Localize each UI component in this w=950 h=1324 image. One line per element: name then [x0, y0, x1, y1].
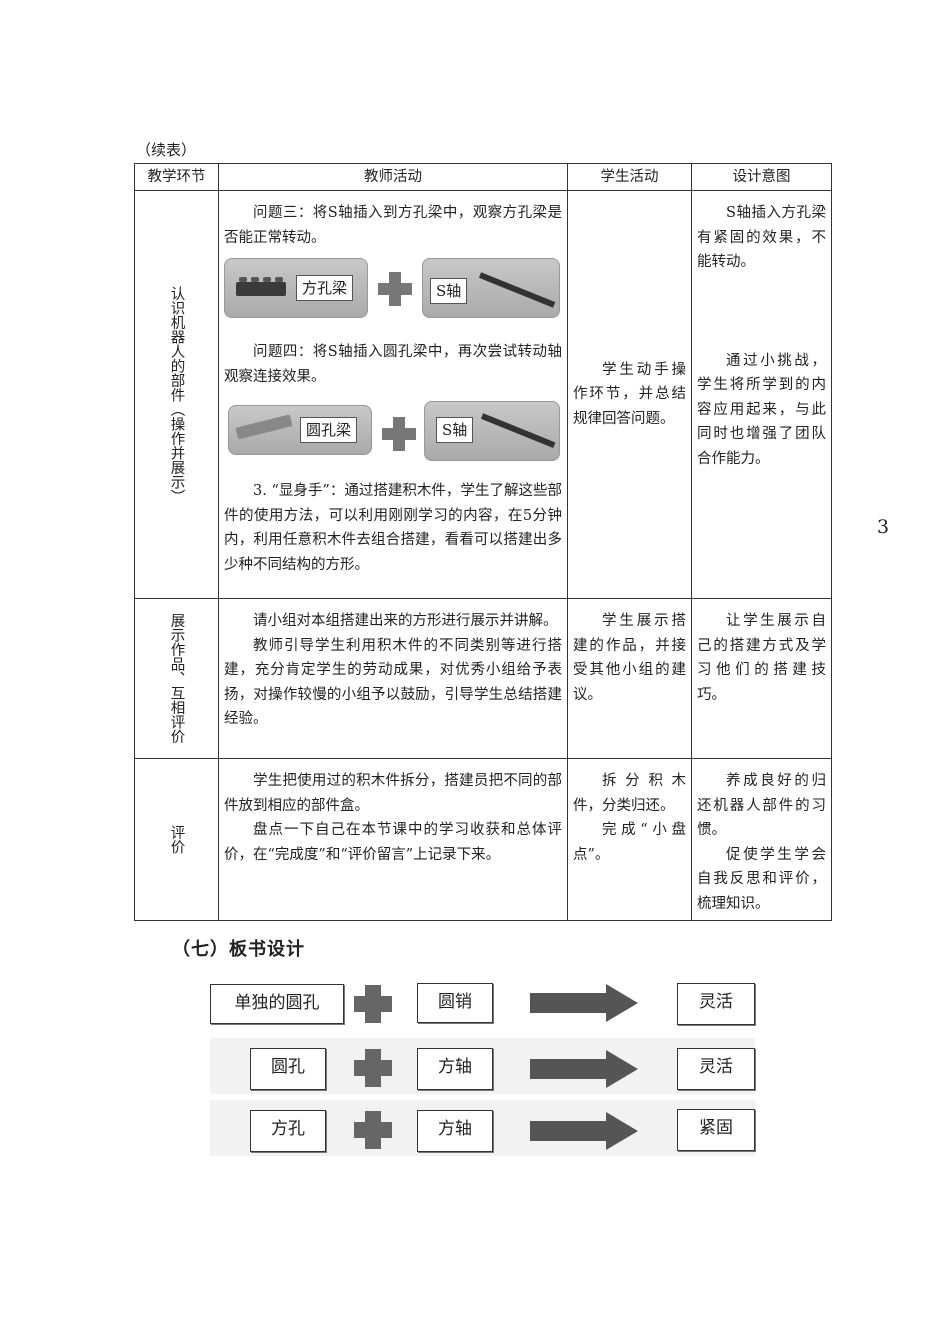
- student-activity-one: 拆分积木件，分类归还。: [573, 773, 686, 814]
- student-cell: 学生动手操作环节，并总结规律回答问题。: [567, 190, 692, 599]
- table-row: 认识机器人的部件（操作并展示） 问题三：将S轴插入到方孔梁中，观察方孔梁是否能正…: [134, 190, 832, 599]
- intent-one: 养成良好的归还机器人部件的习惯。: [697, 773, 826, 838]
- teacher-cell: 问题三：将S轴插入到方孔梁中，观察方孔梁是否能正常转动。 方孔梁 S轴 问题四：…: [218, 190, 568, 599]
- teacher-activity-one: 请小组对本组搭建出来的方形进行展示并讲解。: [253, 613, 558, 629]
- stage-label: 展示作品、互相评价: [168, 613, 185, 744]
- board-row2-b: 方轴: [417, 1048, 493, 1090]
- plus-icon: [378, 272, 412, 306]
- student-activity-two: 完成“小盘点”。: [573, 822, 686, 863]
- board-row3-result: 紧固: [677, 1109, 755, 1151]
- plus-icon: [382, 417, 416, 451]
- intent-one: S轴插入方孔梁有紧固的效果，不能转动。: [697, 205, 826, 270]
- question-three: 问题三：将S轴插入到方孔梁中，观察方孔梁是否能正常转动。: [224, 205, 562, 246]
- square-beam-brick-icon: [236, 277, 286, 296]
- student-cell: 学生展示搭建的作品，并接受其他小组的建议。: [567, 598, 692, 759]
- teacher-activity-two: 盘点一下自己在本节课中的学习收获和总体评价，在“完成度”和“评价留言”上记录下来…: [224, 822, 562, 863]
- intent-cell: 让学生展示自己的搭建方式及学习他们的搭建技巧。: [691, 598, 832, 759]
- table-row: 评价 学生把使用过的积木件拆分，搭建员把不同的部件放到相应的部件盒。 盘点一下自…: [134, 758, 832, 921]
- board-row3-b: 方轴: [417, 1110, 493, 1152]
- stage-cell: 评价: [134, 758, 219, 921]
- stage-cell: 展示作品、互相评价: [134, 598, 219, 759]
- lesson-table: 教学环节 教师活动 学生活动 设计意图 认识机器人的部件（操作并展示） 问题三：…: [134, 163, 832, 921]
- square-beam-label: 方孔梁: [296, 275, 354, 301]
- board-design-diagram: 单独的圆孔 圆销 灵活 圆孔 方轴 灵活 方孔 方轴 紧固: [210, 978, 755, 1156]
- board-row1-a: 单独的圆孔: [210, 984, 344, 1024]
- intent-text: 让学生展示自己的搭建方式及学习他们的搭建技巧。: [697, 613, 826, 703]
- plus-icon: [354, 985, 392, 1023]
- intent-cell: S轴插入方孔梁有紧固的效果，不能转动。 通过小挑战，学生将所学到的内容应用起来，…: [691, 190, 832, 599]
- arrow-right-icon: [530, 1050, 638, 1088]
- intent-two: 促使学生学会自我反思和评价，梳理知识。: [697, 846, 826, 912]
- intent-cell: 养成良好的归还机器人部件的习惯。 促使学生学会自我反思和评价，梳理知识。: [691, 758, 832, 921]
- s-axle-label: S轴: [430, 278, 468, 304]
- board-row1-b: 圆销: [417, 983, 493, 1023]
- round-beam-icon: [235, 414, 293, 440]
- header-teacher: 教师活动: [218, 163, 568, 191]
- plus-icon: [354, 1111, 392, 1149]
- board-design-title: （七）板书设计: [172, 939, 305, 960]
- board-row1-result: 灵活: [677, 983, 755, 1025]
- teacher-cell: 请小组对本组搭建出来的方形进行展示并讲解。 教师引导学生利用积木件的不同类别等进…: [218, 598, 568, 759]
- question-four: 问题四：将S轴插入圆孔梁中，再次尝试转动轴观察连接效果。: [224, 344, 562, 385]
- board-row2-result: 灵活: [677, 1048, 755, 1090]
- board-row2-a: 圆孔: [250, 1048, 326, 1090]
- plus-icon: [354, 1049, 392, 1087]
- header-student: 学生活动: [567, 163, 692, 191]
- arrow-right-icon: [530, 984, 638, 1022]
- round-beam-label: 圆孔梁: [300, 417, 358, 443]
- teacher-activity-two: 教师引导学生利用积木件的不同类别等进行搭建，充分肯定学生的劳动成果，对优秀小组给…: [224, 637, 562, 728]
- arrow-right-icon: [530, 1112, 638, 1150]
- s-axle-icon: [478, 272, 556, 308]
- page-number: 3: [877, 516, 890, 538]
- stage-label: 评价: [168, 825, 185, 854]
- board-row3-a: 方孔: [250, 1110, 326, 1152]
- s-axle-icon: [480, 413, 556, 449]
- student-activity: 学生展示搭建的作品，并接受其他小组的建议。: [573, 613, 686, 703]
- stage-cell: 认识机器人的部件（操作并展示）: [134, 190, 219, 599]
- round-beam-plus-axle-image: 圆孔梁 S轴: [224, 401, 562, 467]
- stage-label: 认识机器人的部件（操作并展示）: [168, 285, 185, 504]
- header-intent: 设计意图: [691, 163, 832, 191]
- continued-label: （续表）: [136, 141, 197, 159]
- task-three: 3. “显身手”：通过搭建积木件，学生了解这些部件的使用方法，可以利用刚刚学习的…: [224, 483, 562, 573]
- teacher-activity-one: 学生把使用过的积木件拆分，搭建员把不同的部件放到相应的部件盒。: [224, 773, 562, 814]
- student-cell: 拆分积木件，分类归还。 完成“小盘点”。: [567, 758, 692, 921]
- table-row: 展示作品、互相评价 请小组对本组搭建出来的方形进行展示并讲解。 教师引导学生利用…: [134, 598, 832, 759]
- student-activity: 学生动手操作环节，并总结规律回答问题。: [573, 361, 686, 427]
- table-header-row: 教学环节 教师活动 学生活动 设计意图: [134, 163, 832, 191]
- header-stage: 教学环节: [134, 163, 219, 191]
- intent-two: 通过小挑战，学生将所学到的内容应用起来，与此同时也增强了团队合作能力。: [697, 352, 826, 467]
- teacher-cell: 学生把使用过的积木件拆分，搭建员把不同的部件放到相应的部件盒。 盘点一下自己在本…: [218, 758, 568, 921]
- s-axle-label: S轴: [436, 417, 474, 443]
- square-beam-plus-axle-image: 方孔梁 S轴: [224, 258, 562, 324]
